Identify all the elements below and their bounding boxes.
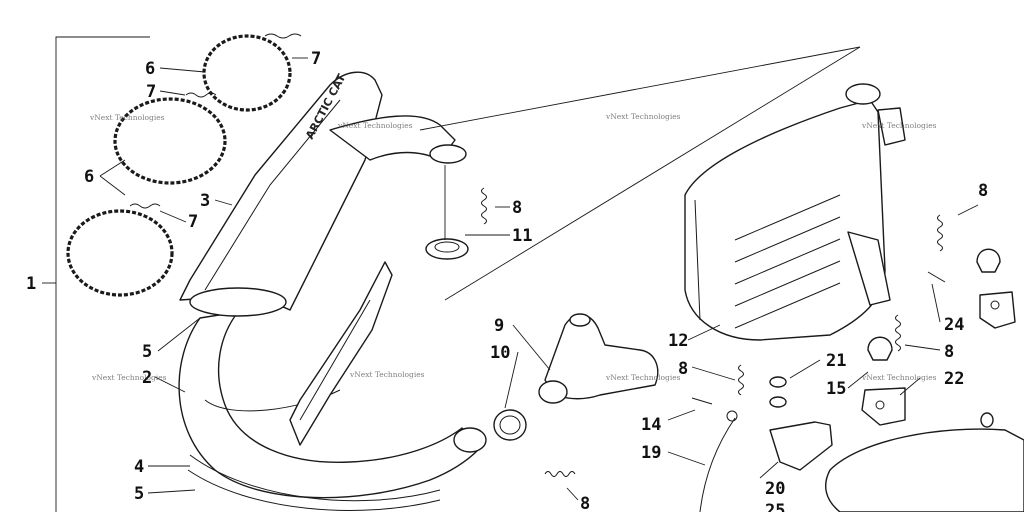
callout-5: 5 xyxy=(142,342,152,362)
callout-3: 3 xyxy=(200,191,210,211)
rubber-mount-right xyxy=(976,248,1001,273)
washer-21 xyxy=(769,376,787,408)
spring-8-mid xyxy=(738,364,744,396)
callout-4: 4 xyxy=(134,457,144,477)
clamp-ring-upper xyxy=(202,33,302,112)
callout-7: 7 xyxy=(188,212,198,232)
callout-10: 10 xyxy=(490,343,510,363)
callout-20: 20 xyxy=(765,479,785,499)
callout-7: 7 xyxy=(311,49,321,69)
bracket-22 xyxy=(861,387,906,426)
spring-8-right-b xyxy=(895,314,901,352)
tail-pipe-flange xyxy=(429,144,467,240)
watermark: vNext Technologies xyxy=(861,373,937,382)
cable-19 xyxy=(699,410,738,512)
callout-6: 6 xyxy=(84,167,94,187)
expansion-chamber xyxy=(178,311,487,511)
bolt-14 xyxy=(691,397,713,405)
callout-11: 11 xyxy=(512,226,532,246)
silencer-body: ARCTIC CAT xyxy=(179,71,456,317)
watermark: vNext Technologies xyxy=(861,121,937,130)
y-pipe-manifold xyxy=(538,313,659,404)
callout-19: 19 xyxy=(641,443,661,463)
callout-5: 5 xyxy=(134,484,144,504)
callout-1: 1 xyxy=(26,274,36,294)
callout-24: 24 xyxy=(944,315,964,335)
bracket-20 xyxy=(769,421,833,471)
watermark: vNext Technologies xyxy=(605,373,681,382)
callout-labels: 1 2 3 4 5 5 6 6 7 7 7 8 8 8 8 8 9 10 11 … xyxy=(26,49,988,512)
callout-8: 8 xyxy=(978,181,988,201)
callout-21: 21 xyxy=(826,351,846,371)
watermark: vNext Technologies xyxy=(605,112,681,121)
watermark: vNext Technologies xyxy=(91,373,167,382)
watermark: vNext Technologies xyxy=(349,370,425,379)
clamp-ring-middle xyxy=(113,92,227,185)
watermark: vNext Technologies xyxy=(89,113,165,122)
spring-8-top xyxy=(481,187,487,225)
callout-12: 12 xyxy=(668,331,688,351)
spring-8-right-a xyxy=(937,214,943,252)
callout-8: 8 xyxy=(944,342,954,362)
callout-22: 22 xyxy=(944,369,964,389)
grommet-11 xyxy=(425,238,469,260)
callout-8: 8 xyxy=(512,198,522,218)
bolt-24 xyxy=(927,271,946,283)
callout-14: 14 xyxy=(641,415,661,435)
leader-lines xyxy=(99,57,979,501)
seal-ring-10 xyxy=(493,409,527,441)
airbox-resonator xyxy=(684,83,906,341)
spring-8-lower xyxy=(544,471,576,477)
callout-9: 9 xyxy=(494,316,504,336)
callout-25: 25 xyxy=(765,501,785,512)
callout-8: 8 xyxy=(678,359,688,379)
callout-15: 15 xyxy=(826,379,846,399)
projection-lines xyxy=(419,46,861,301)
callout-2: 2 xyxy=(142,368,152,388)
heat-shield-lower xyxy=(289,261,393,446)
clamp-ring-lower xyxy=(66,203,174,297)
watermark: vNext Technologies xyxy=(337,121,413,130)
belly-pan-25 xyxy=(824,412,1024,512)
watermarks: vNext Technologies vNext Technologies vN… xyxy=(89,112,937,382)
bracket-24 xyxy=(979,291,1016,329)
callout-6: 6 xyxy=(145,59,155,79)
assembly-bracket xyxy=(42,36,150,512)
callout-8: 8 xyxy=(580,494,590,512)
rubber-mount-15 xyxy=(867,336,893,361)
callout-7: 7 xyxy=(146,82,156,102)
